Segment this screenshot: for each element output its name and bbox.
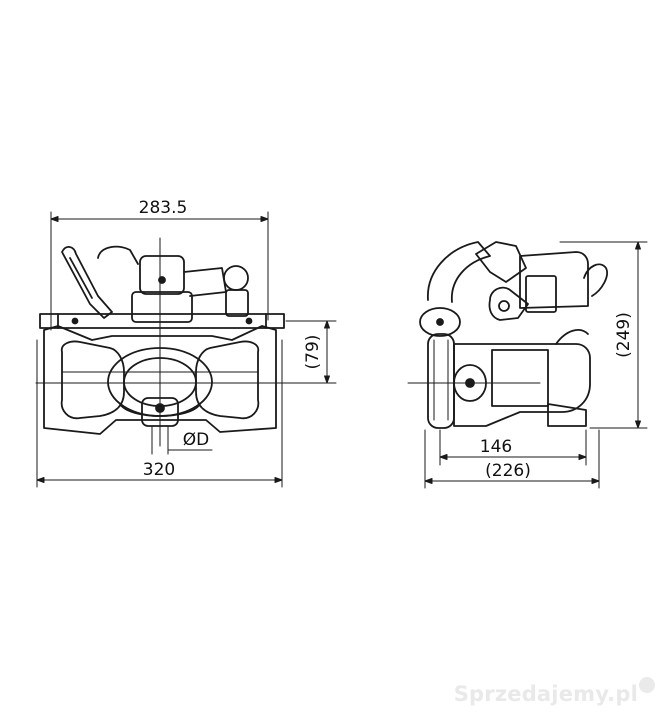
dim-146 xyxy=(439,429,587,466)
dim-diameter xyxy=(151,425,213,455)
side-body xyxy=(453,329,591,427)
dim-226 xyxy=(424,429,600,489)
dim-label-320: 320 xyxy=(143,460,175,480)
dim-320 xyxy=(36,339,283,488)
top-housing xyxy=(97,245,249,323)
dim-label-226: (226) xyxy=(485,461,531,481)
dim-label-146: 146 xyxy=(480,437,512,457)
front-view: 283.5 xyxy=(35,198,337,488)
dim-label-diameter: ØD xyxy=(183,430,209,450)
center-lines xyxy=(35,237,291,447)
dim-249 xyxy=(559,241,648,429)
side-bracket xyxy=(427,241,608,321)
watermark-dot-icon xyxy=(639,677,655,693)
dim-label-79: (79) xyxy=(303,335,323,370)
watermark-text: Sprzedajemy.pl xyxy=(453,682,638,706)
dim-label-249: (249) xyxy=(614,312,634,358)
cross-bar xyxy=(39,313,285,329)
dim-283-5 xyxy=(50,211,269,331)
dim-label-283-5: 283.5 xyxy=(139,198,188,218)
watermark-logo: Sprzedajemy.pl xyxy=(453,677,655,706)
dim-79 xyxy=(275,320,337,384)
hand-lever xyxy=(61,246,113,319)
side-view: (249) 146 (226) xyxy=(407,241,648,489)
